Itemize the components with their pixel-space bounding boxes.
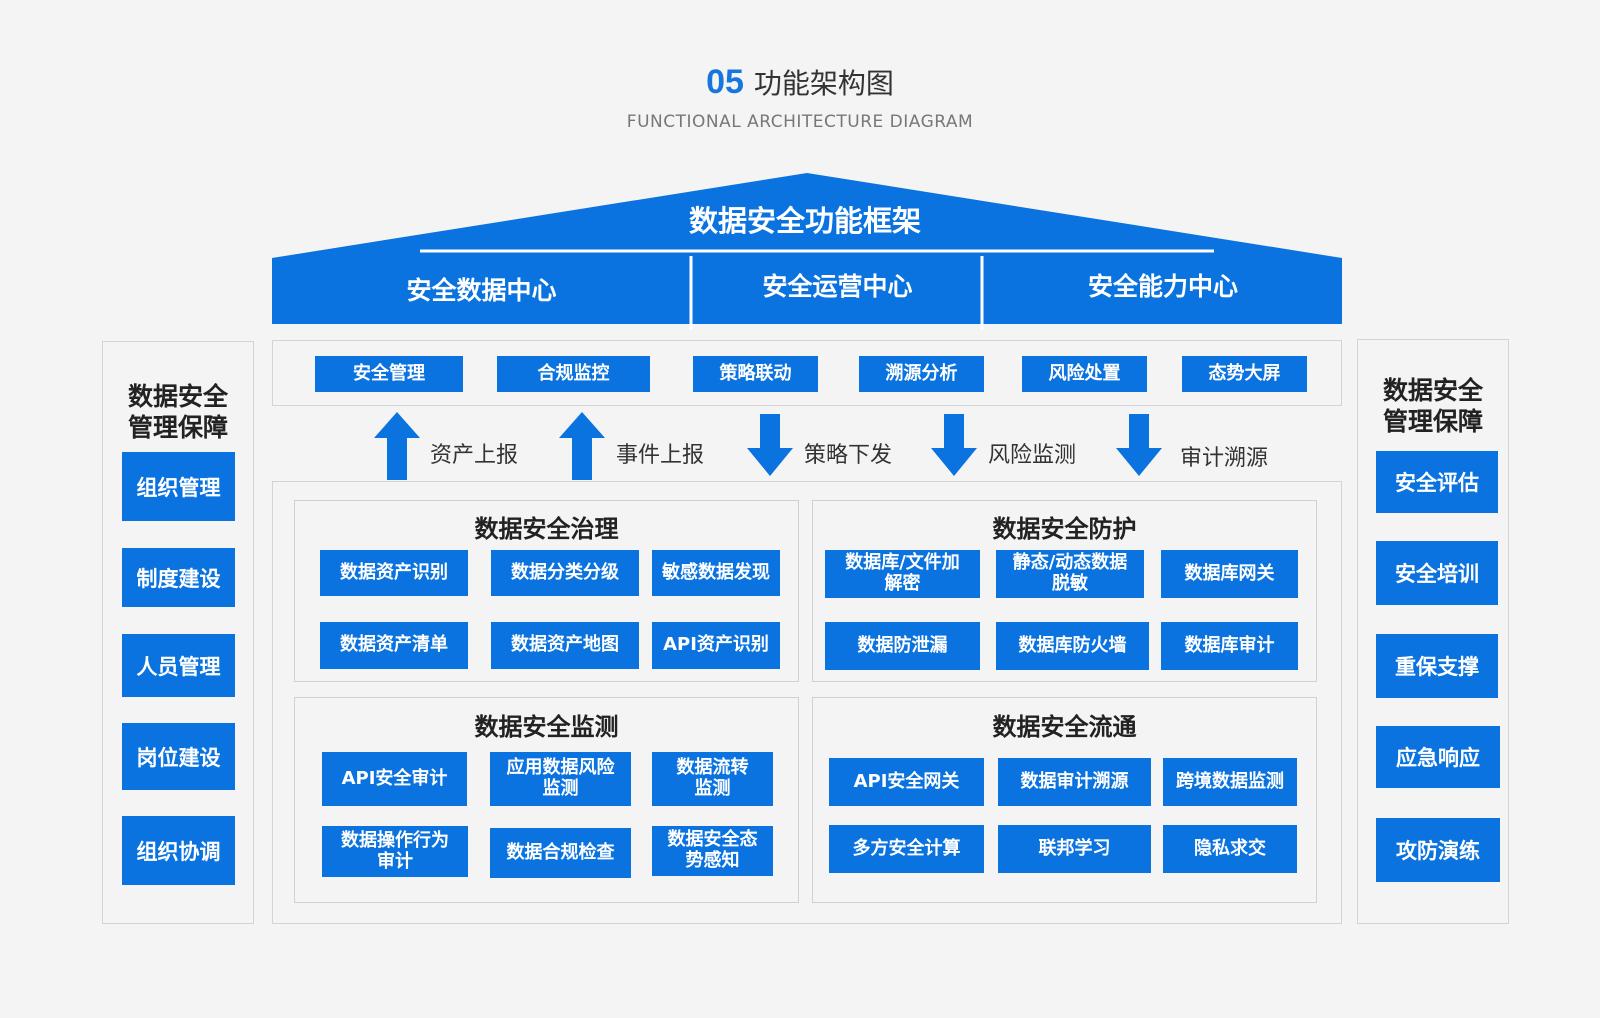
capability-chip: 数据库/文件加 解密 bbox=[825, 550, 980, 598]
capability-chip: 数据库审计 bbox=[1161, 622, 1298, 670]
management-item: 安全评估 bbox=[1376, 451, 1498, 513]
capability-chip: API安全网关 bbox=[829, 758, 984, 806]
function-chip: 溯源分析 bbox=[859, 356, 984, 392]
capability-chip: 联邦学习 bbox=[998, 825, 1151, 873]
heading-subtitle: FUNCTIONAL ARCHITECTURE DIAGRAM bbox=[626, 112, 974, 132]
center-security-operations: 安全运营中心 bbox=[762, 272, 913, 301]
capability-chip: API资产识别 bbox=[652, 622, 780, 669]
section-title: 数据安全防护 bbox=[992, 514, 1137, 543]
down-arrow-icon bbox=[931, 414, 977, 476]
flow-label: 策略下发 bbox=[804, 443, 893, 468]
function-chip: 安全管理 bbox=[315, 356, 463, 392]
capability-chip: 多方安全计算 bbox=[829, 825, 984, 873]
function-chip: 风险处置 bbox=[1022, 356, 1147, 392]
capability-chip: 静态/动态数据 脱敏 bbox=[996, 550, 1144, 598]
capability-chip: 敏感数据发现 bbox=[652, 550, 780, 596]
flow-arrows bbox=[374, 412, 1162, 480]
flow-label: 风险监测 bbox=[988, 443, 1077, 468]
function-chip: 态势大屏 bbox=[1182, 356, 1307, 392]
roof-shape bbox=[272, 173, 1342, 330]
up-arrow-icon bbox=[559, 412, 605, 480]
capability-chip: 数据审计溯源 bbox=[998, 758, 1151, 806]
capability-chip: 数据安全态 势感知 bbox=[652, 826, 773, 876]
capability-chip: 数据流转 监测 bbox=[652, 752, 773, 806]
down-arrow-icon bbox=[1116, 414, 1162, 476]
management-item: 制度建设 bbox=[122, 548, 235, 607]
capability-chip: 数据资产地图 bbox=[491, 622, 639, 669]
right-side-title: 数据安全 管理保障 bbox=[1382, 375, 1483, 436]
section-title: 数据安全治理 bbox=[474, 514, 619, 543]
management-item: 组织管理 bbox=[122, 452, 235, 521]
capability-chip: 数据库防火墙 bbox=[996, 622, 1149, 670]
capability-chip: 数据防泄漏 bbox=[825, 622, 980, 670]
management-item: 人员管理 bbox=[122, 634, 235, 697]
flow-label: 资产上报 bbox=[430, 443, 519, 468]
roof-title: 数据安全功能框架 bbox=[688, 204, 921, 238]
center-security-data: 安全数据中心 bbox=[406, 276, 557, 305]
page-heading: 05 功能架构图 bbox=[0, 62, 1600, 102]
heading-number: 05 bbox=[706, 62, 744, 101]
capability-chip: 数据资产识别 bbox=[320, 550, 468, 596]
capability-chip: 跨境数据监测 bbox=[1163, 758, 1297, 806]
capability-chip: 数据操作行为 审计 bbox=[322, 826, 468, 877]
capability-chip: API安全审计 bbox=[322, 752, 467, 806]
capability-chip: 数据资产清单 bbox=[320, 622, 468, 669]
management-item: 安全培训 bbox=[1376, 541, 1498, 605]
flow-label: 事件上报 bbox=[616, 443, 705, 468]
management-item: 攻防演练 bbox=[1376, 818, 1500, 882]
up-arrow-icon bbox=[374, 412, 420, 480]
management-item: 重保支撑 bbox=[1376, 634, 1498, 698]
capability-chip: 隐私求交 bbox=[1163, 825, 1297, 873]
capability-chip: 数据分类分级 bbox=[491, 550, 639, 596]
heading-title: 功能架构图 bbox=[753, 67, 894, 100]
down-arrow-icon bbox=[747, 414, 793, 476]
section-title: 数据安全流通 bbox=[992, 712, 1137, 741]
center-security-capability: 安全能力中心 bbox=[1087, 272, 1238, 301]
capability-chip: 数据合规检查 bbox=[490, 828, 631, 878]
flow-label: 审计溯源 bbox=[1180, 446, 1269, 471]
management-item: 组织协调 bbox=[122, 816, 235, 885]
function-chip: 合规监控 bbox=[497, 356, 650, 392]
section-title: 数据安全监测 bbox=[474, 712, 619, 741]
capability-chip: 数据库网关 bbox=[1161, 550, 1298, 598]
function-chip: 策略联动 bbox=[693, 356, 818, 392]
left-side-title: 数据安全 管理保障 bbox=[127, 381, 228, 442]
capability-chip: 应用数据风险 监测 bbox=[490, 752, 631, 806]
management-item: 应急响应 bbox=[1376, 726, 1500, 788]
management-item: 岗位建设 bbox=[122, 723, 235, 790]
